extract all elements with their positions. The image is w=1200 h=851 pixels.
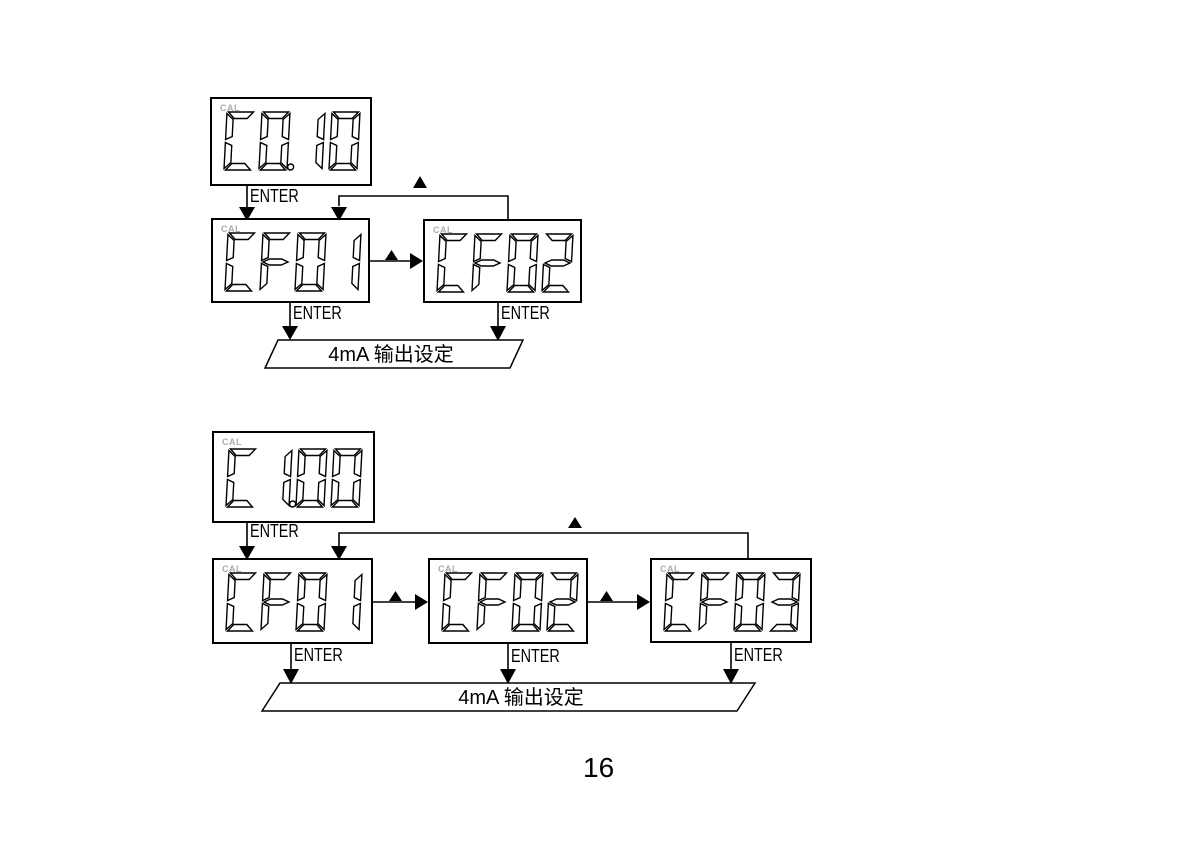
enter-label: ENTER xyxy=(250,186,299,206)
lcd-display-entry-lower: CAL xyxy=(212,431,375,523)
enter-label: ENTER xyxy=(734,645,783,665)
enter-label: ENTER xyxy=(511,646,560,666)
lcd-display-cf03-lower: CAL xyxy=(650,558,812,643)
lcd-display-entry-upper: CAL xyxy=(210,97,372,186)
down-arrowhead-icon xyxy=(500,669,516,684)
seven-segment-value xyxy=(436,233,574,293)
up-triangle-icon xyxy=(568,517,582,528)
cycle-back-line xyxy=(338,195,509,219)
down-arrowhead-icon xyxy=(331,546,347,560)
lcd-display-cf02-lower: CAL xyxy=(428,558,588,644)
down-arrowhead-icon xyxy=(282,326,298,340)
down-arrowhead-icon xyxy=(283,669,299,684)
lower-flow-connectors xyxy=(239,517,757,712)
up-triangle-icon xyxy=(385,250,398,260)
enter-label: ENTER xyxy=(250,521,299,541)
seven-segment-value xyxy=(663,572,801,632)
seven-segment-value xyxy=(223,111,361,171)
lcd-display-cf01-upper: CAL xyxy=(211,218,370,303)
down-arrowhead-icon xyxy=(239,207,255,221)
up-triangle-icon xyxy=(413,176,427,188)
cal-indicator: CAL xyxy=(220,103,240,113)
down-arrowhead-icon xyxy=(490,326,506,341)
upper-flow-connectors xyxy=(239,176,525,369)
output-parallelogram xyxy=(263,339,525,369)
cal-indicator: CAL xyxy=(660,564,680,574)
enter-label: ENTER xyxy=(294,645,343,665)
output-parallelogram xyxy=(260,682,757,712)
right-arrowhead-icon xyxy=(410,253,423,269)
lcd-display-cf01-lower: CAL xyxy=(212,558,373,644)
enter-label: ENTER xyxy=(293,303,342,323)
down-arrowhead-icon xyxy=(239,546,255,560)
cal-indicator: CAL xyxy=(221,224,241,234)
output-setting-label: 4mA 输出设定 xyxy=(458,687,584,709)
seven-segment-value xyxy=(225,448,363,508)
lcd-display-cf02-upper: CAL xyxy=(423,219,582,303)
output-setting-label: 4mA 输出设定 xyxy=(328,344,454,366)
cal-indicator: CAL xyxy=(222,437,242,447)
cal-indicator: CAL xyxy=(433,225,453,235)
right-arrowhead-icon xyxy=(637,594,650,610)
seven-segment-value xyxy=(224,232,362,292)
up-triangle-icon xyxy=(389,591,402,601)
down-arrowhead-icon xyxy=(723,669,739,684)
seven-segment-value xyxy=(441,572,579,632)
cal-indicator: CAL xyxy=(222,564,242,574)
cycle-back-line xyxy=(338,532,749,558)
down-arrowhead-icon xyxy=(331,207,347,221)
cal-indicator: CAL xyxy=(438,564,458,574)
right-arrowhead-icon xyxy=(415,594,428,610)
up-triangle-icon xyxy=(600,591,613,601)
enter-label: ENTER xyxy=(501,303,550,323)
page-number: 16 xyxy=(583,752,615,783)
seven-segment-value xyxy=(225,572,363,632)
